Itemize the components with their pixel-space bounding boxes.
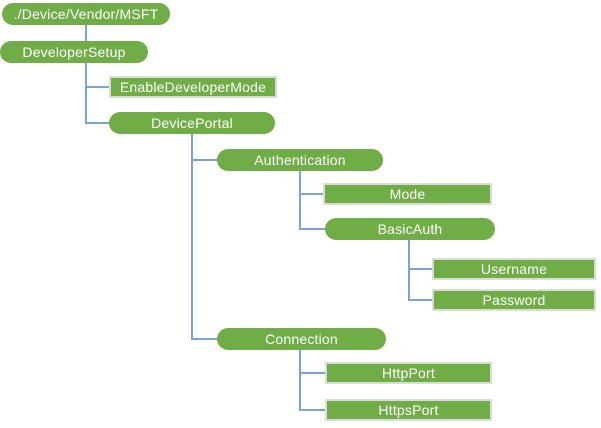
node-connection: Connection: [217, 328, 386, 350]
connector-deviceportal-trunk: [191, 133, 193, 340]
connector-branch-basicauth: [299, 228, 331, 230]
node-deviceportal: DevicePortal: [109, 112, 275, 134]
connector-basicauth-trunk: [408, 239, 410, 301]
connector-branch-password: [408, 299, 438, 301]
connector-connection-trunk: [299, 349, 301, 411]
node-mode: Mode: [323, 183, 492, 205]
node-developersetup: DeveloperSetup: [0, 41, 148, 63]
node-device-vendor-msft: ./Device/Vendor/MSFT: [2, 3, 170, 25]
connector-branch-httpport: [299, 372, 331, 374]
connector-branch-mode: [299, 193, 329, 195]
connector-branch-username: [408, 268, 438, 270]
connector-branch-enabledevelopermode: [85, 86, 115, 88]
node-httpsport: HttpsPort: [325, 399, 492, 421]
connector-root-to-developersetup: [85, 25, 87, 42]
node-password: Password: [432, 289, 596, 311]
node-basicauth: BasicAuth: [325, 218, 495, 240]
node-authentication: Authentication: [217, 149, 383, 171]
connector-branch-deviceportal: [85, 122, 115, 124]
node-username: Username: [432, 258, 596, 280]
connector-branch-authentication: [191, 159, 223, 161]
node-httpport: HttpPort: [325, 362, 492, 384]
node-enabledevelopermode: EnableDeveloperMode: [109, 76, 277, 98]
connector-authentication-trunk: [299, 170, 301, 230]
connector-branch-httpsport: [299, 409, 331, 411]
connector-developersetup-trunk: [85, 62, 87, 124]
connector-branch-connection: [191, 338, 223, 340]
